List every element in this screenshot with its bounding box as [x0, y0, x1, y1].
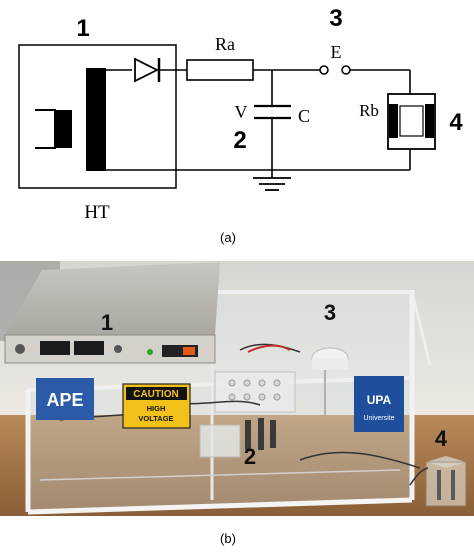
- ground-icon: [253, 177, 291, 191]
- cell-rb-right-electrode: [425, 104, 434, 138]
- switch-contact-left: [319, 65, 329, 75]
- capacitor-holder: [199, 424, 241, 458]
- logo-right-text: Universite: [363, 415, 394, 422]
- label-block-3: 3: [329, 5, 342, 32]
- label-block-2: 2: [233, 127, 246, 154]
- discharge-cell: [425, 456, 467, 507]
- ps-display-1: [40, 341, 70, 355]
- label-rb: Rb: [359, 101, 379, 120]
- cell-rb-left-electrode: [389, 104, 398, 138]
- electrode-holder-plate: [214, 371, 296, 413]
- label-ra: Ra: [215, 34, 235, 54]
- photo-label-4: 4: [435, 426, 448, 451]
- capacitor-components: [245, 418, 276, 450]
- logo-sign-left: APE: [36, 378, 94, 420]
- logo-left-text: APE: [46, 390, 83, 410]
- ps-indicator-light: [147, 349, 153, 355]
- label-block-4: 4: [449, 109, 463, 136]
- logo-sign-right: UPA Universite: [354, 376, 404, 432]
- photo-label-3: 3: [324, 300, 336, 325]
- caution-line2: VOLTAGE: [138, 414, 173, 423]
- cell-wire: [409, 467, 429, 486]
- ps-knob-icon: [114, 345, 122, 353]
- label-ht: HT: [84, 202, 110, 223]
- label-v: V: [235, 102, 248, 122]
- label-block-1: 1: [76, 15, 89, 42]
- power-supply-unit: [4, 262, 220, 364]
- label-e: E: [331, 42, 342, 62]
- spark-gap-switch: [311, 347, 349, 415]
- ps-knob-icon: [15, 344, 25, 354]
- transformer-secondary: [86, 68, 106, 171]
- caution-line1: HIGH: [147, 404, 166, 413]
- diode-symbol: [134, 57, 160, 83]
- transformer-primary-core: [55, 110, 72, 148]
- caution-title: CAUTION: [133, 389, 179, 400]
- photo-label-1: 1: [101, 310, 113, 335]
- photo-panel: APE CAUTION HIGH VOLTAGE UPA Universite …: [0, 261, 474, 516]
- ps-display-2: [74, 341, 104, 355]
- switch-contact-right: [341, 65, 351, 75]
- cell-rb-gap: [399, 105, 424, 137]
- caution-sign: CAUTION HIGH VOLTAGE: [122, 383, 191, 429]
- caption-a: (a): [220, 230, 236, 245]
- capacitor-bank: [228, 379, 281, 401]
- resistor-ra: [186, 59, 254, 81]
- caption-b: (b): [220, 531, 236, 546]
- photo-label-2: 2: [244, 444, 256, 469]
- label-c: C: [298, 106, 310, 126]
- logo-right-brand: UPA: [367, 393, 392, 407]
- red-wire: [247, 344, 291, 353]
- circuit-diagram: 1 2 3 4 HT Ra E V C Rb (a): [18, 5, 463, 245]
